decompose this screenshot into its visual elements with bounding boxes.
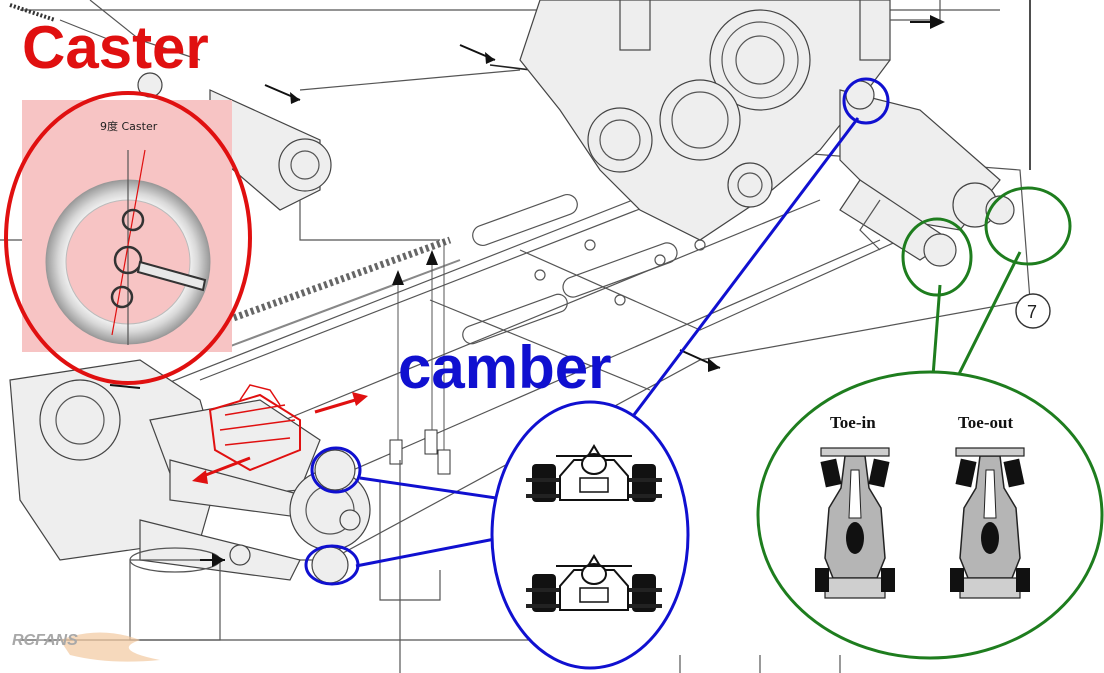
chassis-line-drawing: [0, 0, 1031, 673]
toe-in-label: Toe-in: [830, 413, 876, 432]
camber-callout: camber: [304, 77, 890, 670]
screw-set: [389, 240, 451, 475]
toe-diagram-circle: [756, 370, 1104, 660]
step-number: 7: [1027, 302, 1037, 322]
step-number-badge: 7: [1015, 293, 1051, 329]
toe-rear-joint-circle: [901, 217, 973, 297]
rcfans-watermark: RCFANS: [12, 632, 160, 662]
camber-diagram-circle: [490, 400, 690, 670]
formula-car-top-icon: [950, 447, 1030, 599]
caster-title: Caster: [22, 14, 209, 81]
toe-out-label: Toe-out: [958, 413, 1013, 432]
red-sketch-overlay: [192, 384, 368, 484]
camber-title: camber: [398, 334, 611, 401]
caster-highlight-circle: [4, 91, 252, 385]
camber-rear-joint-circle: [842, 77, 890, 125]
toe-hub-circle: [984, 186, 1072, 266]
camber-upper-joint-circle: [310, 446, 362, 494]
watermark-text: RCFANS: [12, 632, 78, 649]
caster-angle-line: [111, 149, 146, 336]
formula-car-top-icon: [815, 447, 895, 599]
caster-detail-label: 9度 Caster: [100, 119, 158, 133]
caster-callout: 9度 Caster Caster: [4, 14, 252, 385]
toe-callout: Toe-in Toe-out: [756, 186, 1104, 660]
